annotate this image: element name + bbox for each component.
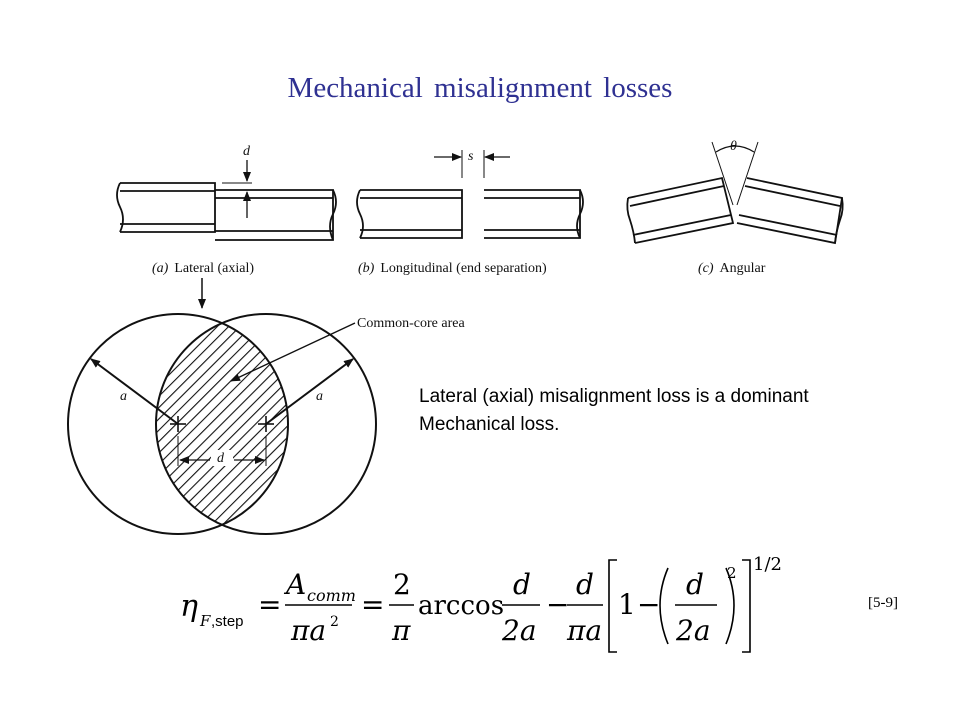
fraction1-numerator-sub: comm [307,586,356,605]
fraction1-numerator: A [283,568,306,601]
equals-1: = [258,588,281,621]
common-core-label: Common-core area [357,316,465,331]
equals-2: = [361,588,384,621]
minus-1: − [546,588,569,621]
one-text: 1 [618,588,636,621]
fraction2-denominator: π [391,614,411,647]
minus-2: − [637,588,660,621]
fraction5-numerator: d [686,568,704,601]
fraction3-numerator: d [513,568,531,601]
fraction4-denominator: πa [566,614,602,647]
fraction3-denominator: 2a [501,614,537,647]
longitudinal-symbol: s [468,149,474,164]
figure-longitudinal [356,150,584,239]
lateral-caption: (a)Lateral (axial) [152,261,254,276]
fraction5-denominator: 2a [675,614,711,647]
fraction4-numerator: d [576,568,594,601]
slide-title: Mechanical misalignment losses [287,72,673,104]
fraction1-denominator-sup: 2 [330,614,339,630]
longitudinal-caption: (b)Longitudinal (end separation) [358,261,547,276]
inner-exponent: 2 [727,564,737,582]
efficiency-formula: η F ,step = A comm πa 2 = 2 π arccos d 2… [180,554,782,653]
fraction1-denominator: πa [290,614,326,647]
description-text: Lateral (axial) misalignment loss is a d… [419,383,939,439]
arccos-text: arccos [418,591,504,621]
eta-symbol: η [180,589,198,624]
angular-caption: (c)Angular [698,261,766,276]
angular-symbol: θ [730,139,737,154]
figure-angular [626,141,844,245]
offset-label: d [217,451,225,466]
description-line-1: Lateral (axial) misalignment loss is a d… [419,386,809,407]
description-line-2: Mechanical loss. [419,414,560,435]
eta-subscript: F [199,612,211,630]
radius-left-label: a [120,389,127,404]
outer-exponent: 1/2 [753,554,782,575]
eta-subscript-step: ,step [211,613,244,630]
radius-right-label: a [316,389,323,404]
overlap-figure [67,313,377,535]
reference-label: [5-9] [868,595,898,611]
figure-lateral [116,160,337,241]
fraction2-numerator: 2 [393,568,411,601]
lateral-symbol: d [243,144,251,159]
